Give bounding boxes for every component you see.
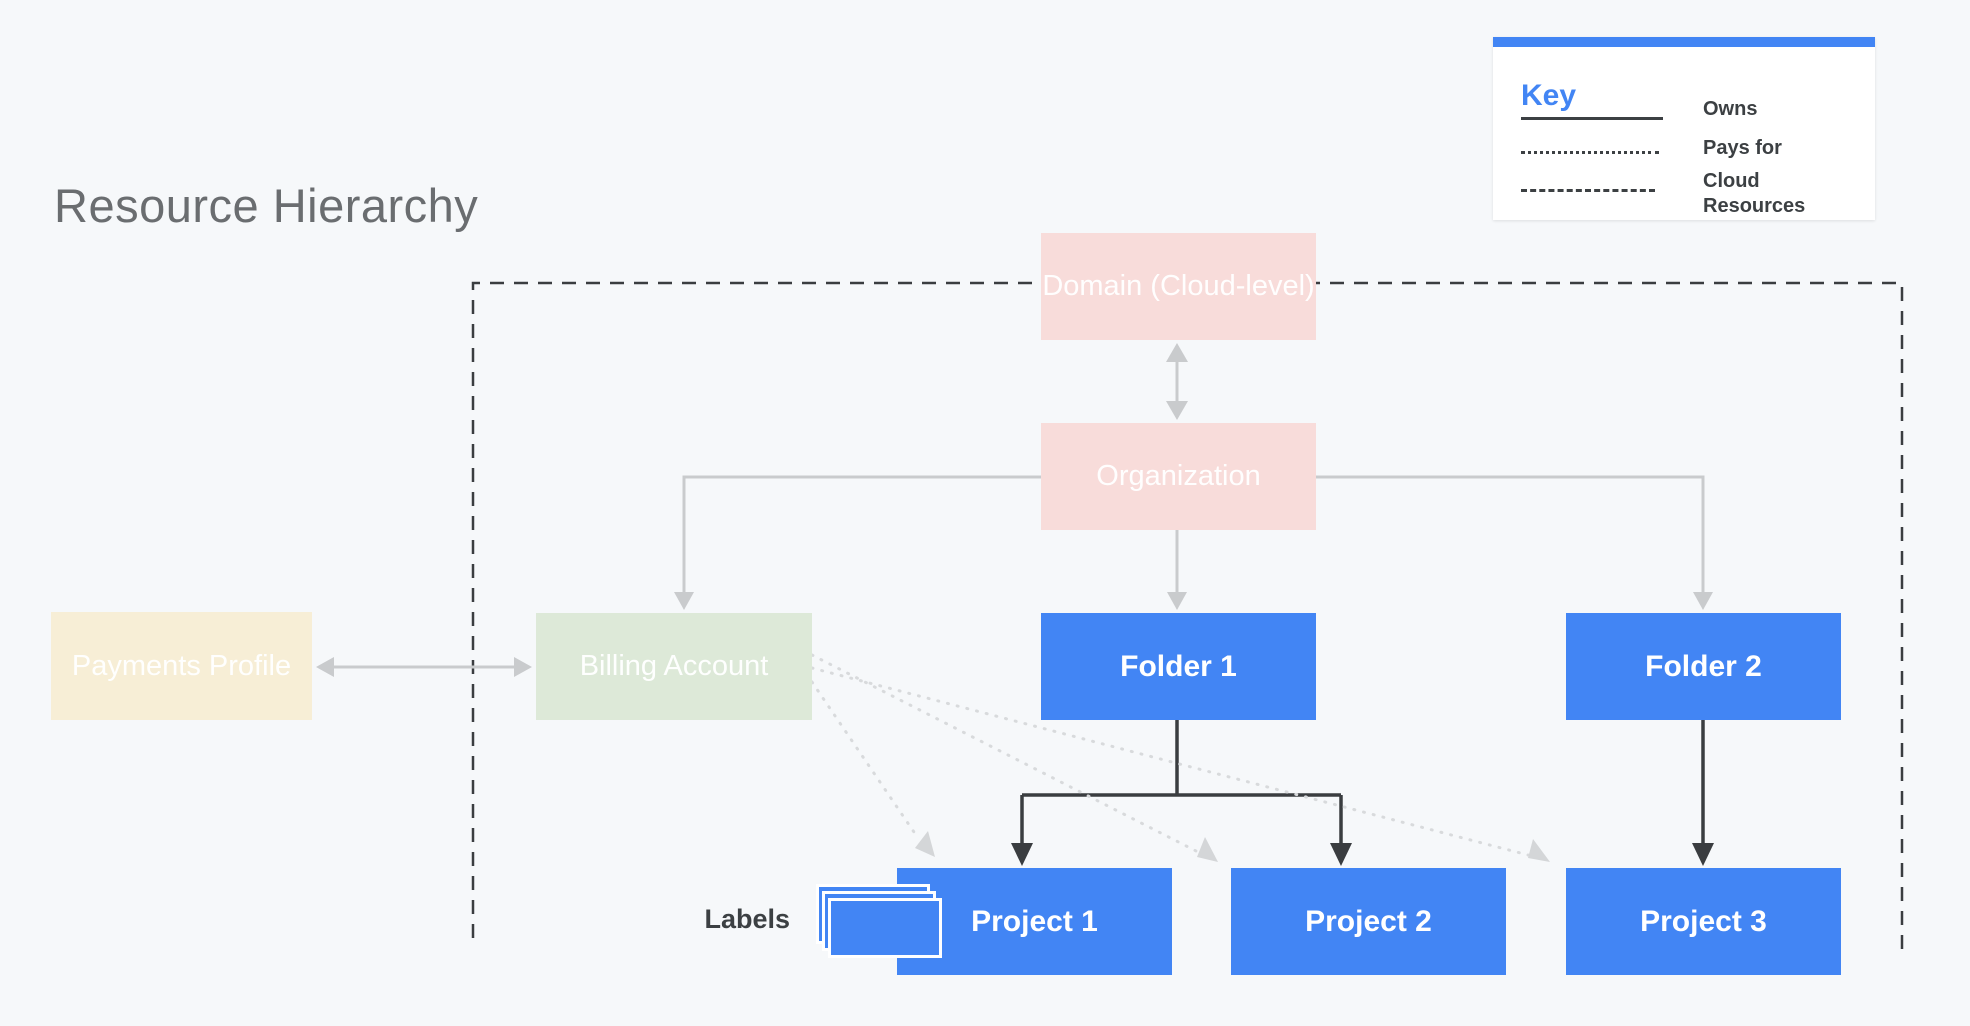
node-project-2: Project 2 (1231, 868, 1506, 975)
cloud-resources-line-sample (1521, 189, 1655, 192)
node-organization: Organization (1041, 423, 1316, 530)
owns-connectors-gray (316, 343, 1713, 677)
node-folder-1: Folder 1 (1041, 613, 1316, 720)
node-project-3: Project 3 (1566, 868, 1841, 975)
pays-for-line-sample (1521, 151, 1659, 154)
legend-label-cloud-resources: Cloud Resources (1703, 170, 1806, 217)
node-project-1: Project 1 (897, 868, 1172, 975)
node-folder-2: Folder 2 (1566, 613, 1841, 720)
labels-caption: Labels (704, 904, 790, 934)
node-domain: Domain (Cloud-level) (1041, 233, 1316, 340)
owns-connectors-dark (1011, 720, 1714, 866)
legend-accent-bar (1493, 37, 1875, 47)
stacked-card-front (828, 898, 942, 958)
stacked-cards-icon (816, 884, 956, 964)
legend-label-pays-for: Pays for (1703, 137, 1782, 159)
page-title: Resource Hierarchy (54, 179, 479, 232)
pays-for-connectors-dotted (810, 653, 1530, 857)
legend-key: Key Owns Pays for Cloud Resources (1493, 37, 1875, 220)
node-billing-account: Billing Account (536, 613, 812, 720)
legend-label-owns: Owns (1703, 98, 1758, 120)
owns-line-sample (1521, 117, 1663, 120)
pays-for-arrowheads (915, 831, 1550, 862)
node-payments-profile: Payments Profile (51, 612, 312, 720)
legend-heading: Key (1521, 79, 1577, 112)
